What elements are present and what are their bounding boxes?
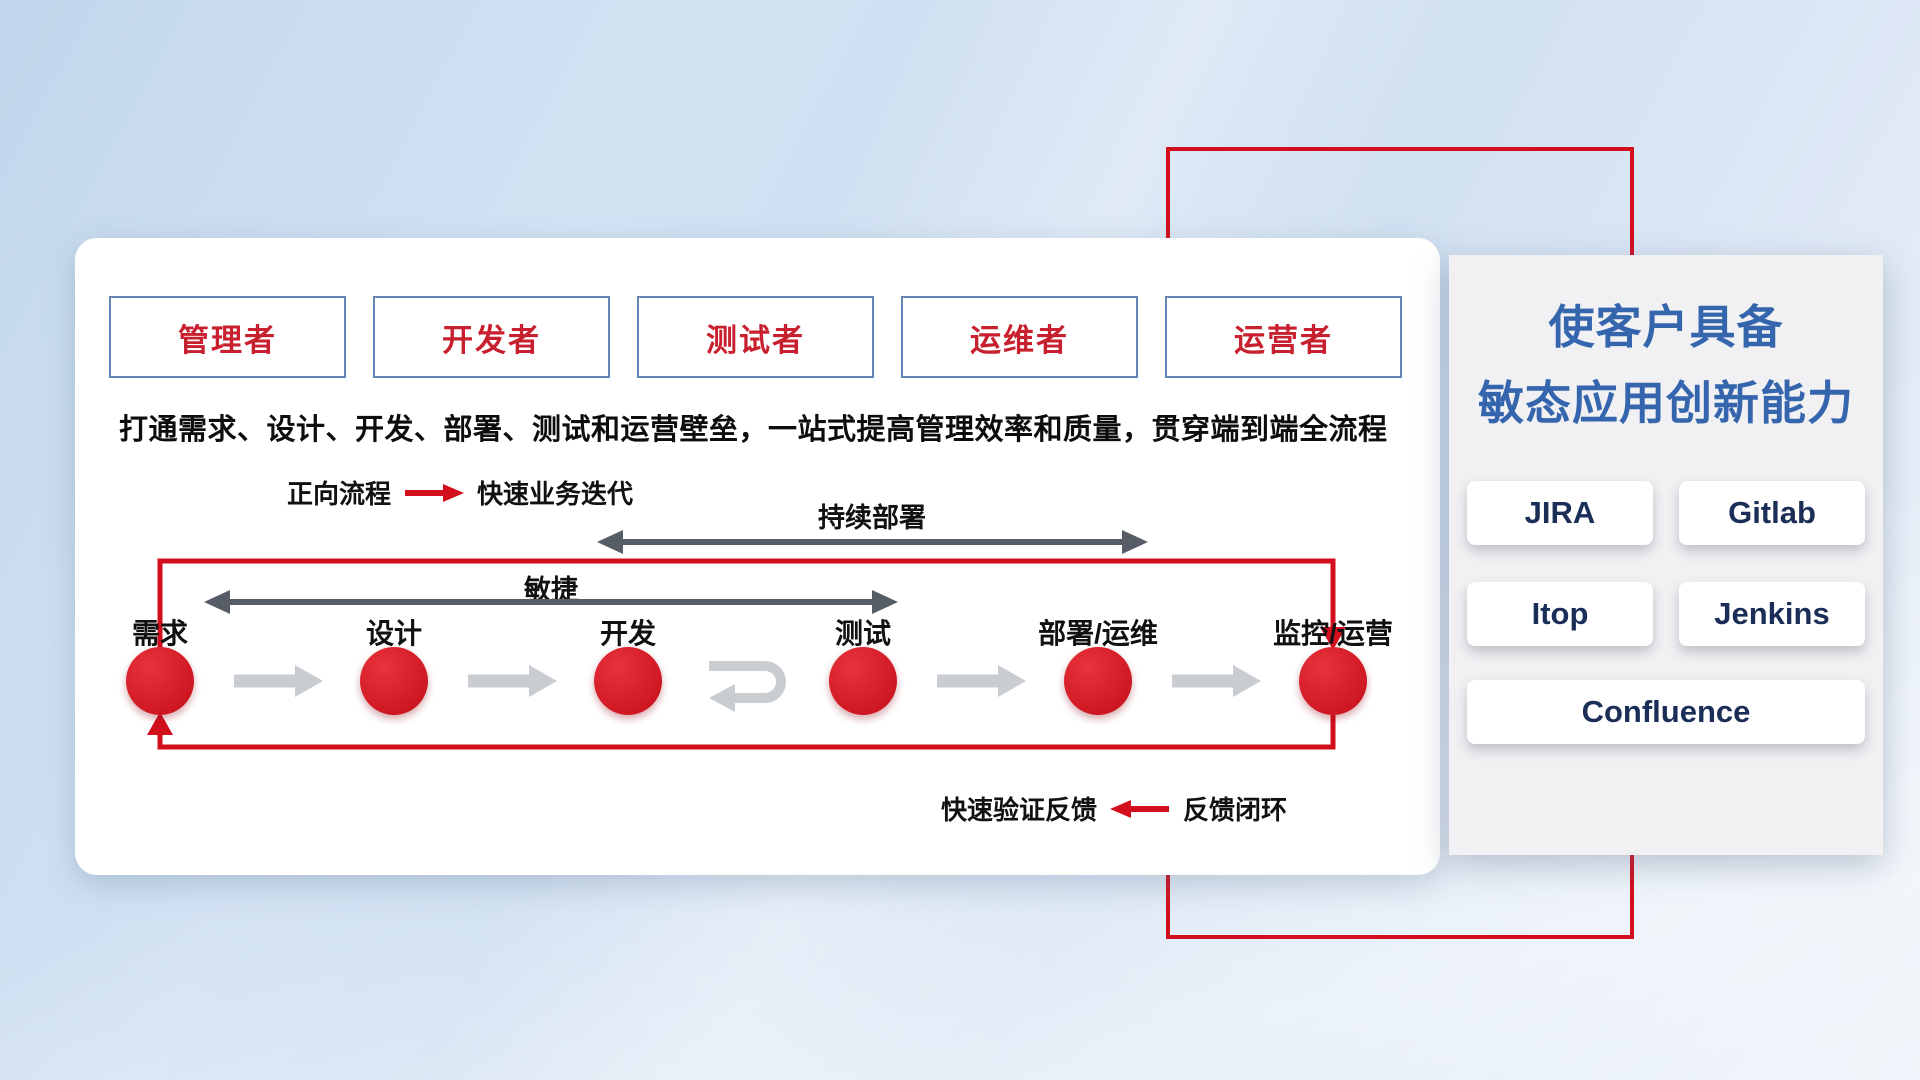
tool-button-gitlab[interactable]: Gitlab	[1679, 481, 1865, 545]
capability-panel: 使客户具备 敏态应用创新能力 JIRA Gitlab Itop Jenkins …	[1449, 255, 1883, 855]
flow-arrow	[234, 665, 323, 697]
node-label-deploy-ops: 部署/运维	[1038, 618, 1158, 649]
flow-arrow	[937, 665, 1026, 697]
node-label-development: 开发	[599, 618, 656, 649]
flow-diagram-canvas	[147, 530, 1346, 750]
tool-label: Gitlab	[1728, 495, 1816, 530]
continuous-deploy-label: 持续部署	[818, 503, 926, 533]
feedback-legend-caption: 反馈闭环	[1183, 795, 1288, 825]
right-arrow-icon	[405, 483, 465, 502]
tool-button-jira[interactable]: JIRA	[1467, 481, 1653, 545]
role-box-developer: 开发者	[373, 296, 610, 378]
role-label: 运营者	[1234, 322, 1333, 358]
panel-title-line1: 使客户具备	[1548, 301, 1784, 353]
role-box-operator: 运维者	[901, 296, 1138, 378]
node-label-testing: 测试	[834, 618, 891, 649]
left-arrow-icon	[1110, 799, 1170, 818]
panel-title-line2: 敏态应用创新能力	[1478, 377, 1854, 429]
tool-label: Confluence	[1581, 694, 1751, 729]
feedback-loop-legend: 快速验证反馈 反馈闭环	[941, 790, 1287, 827]
tool-label: Itop	[1531, 596, 1589, 631]
continuous-deploy-span-arrow	[597, 530, 1148, 554]
iteration-arrow-icon	[709, 661, 786, 712]
tool-label: JIRA	[1524, 495, 1596, 530]
node-circle-requirements	[126, 647, 194, 715]
node-circle-testing	[829, 647, 897, 715]
devops-process-card: 管理者 开发者 测试者 运维者 运营者 打通需求、设计、开发、部署、测试和运营壁…	[75, 238, 1440, 875]
node-label-design: 设计	[365, 618, 422, 649]
role-box-tester: 测试者	[637, 296, 874, 378]
role-label: 运维者	[970, 322, 1069, 358]
tool-label: Jenkins	[1714, 596, 1830, 631]
feedback-loop-line	[147, 712, 1336, 750]
forward-flow-legend: 正向流程 快速业务迭代	[287, 474, 633, 511]
node-circle-deploy-ops	[1064, 647, 1132, 715]
node-label-monitor-operations: 监控/运营	[1273, 618, 1393, 649]
role-boxes-row: 管理者 开发者 测试者 运维者 运营者	[109, 296, 1402, 378]
tool-button-jenkins[interactable]: Jenkins	[1679, 582, 1865, 646]
flow-arrow	[1172, 665, 1261, 697]
node-circle-design	[360, 647, 428, 715]
node-label-requirements: 需求	[131, 618, 188, 649]
role-box-operations: 运营者	[1165, 296, 1402, 378]
agile-span-arrow	[204, 590, 898, 614]
role-box-manager: 管理者	[109, 296, 346, 378]
role-label: 测试者	[706, 322, 805, 358]
node-circle-development	[594, 647, 662, 715]
role-label: 开发者	[442, 322, 541, 358]
tool-button-itop[interactable]: Itop	[1467, 582, 1653, 646]
forward-legend-label: 正向流程	[287, 479, 392, 509]
feedback-legend-label: 快速验证反馈	[941, 795, 1098, 825]
role-label: 管理者	[178, 322, 277, 358]
node-circle-monitor-operations	[1299, 647, 1367, 715]
process-description: 打通需求、设计、开发、部署、测试和运营壁垒，一站式提高管理效率和质量，贯穿端到端…	[119, 414, 1388, 446]
tool-button-confluence[interactable]: Confluence	[1467, 680, 1865, 744]
flow-arrow	[468, 665, 557, 697]
forward-loop-line	[157, 558, 1346, 650]
forward-legend-caption: 快速业务迭代	[477, 479, 634, 509]
